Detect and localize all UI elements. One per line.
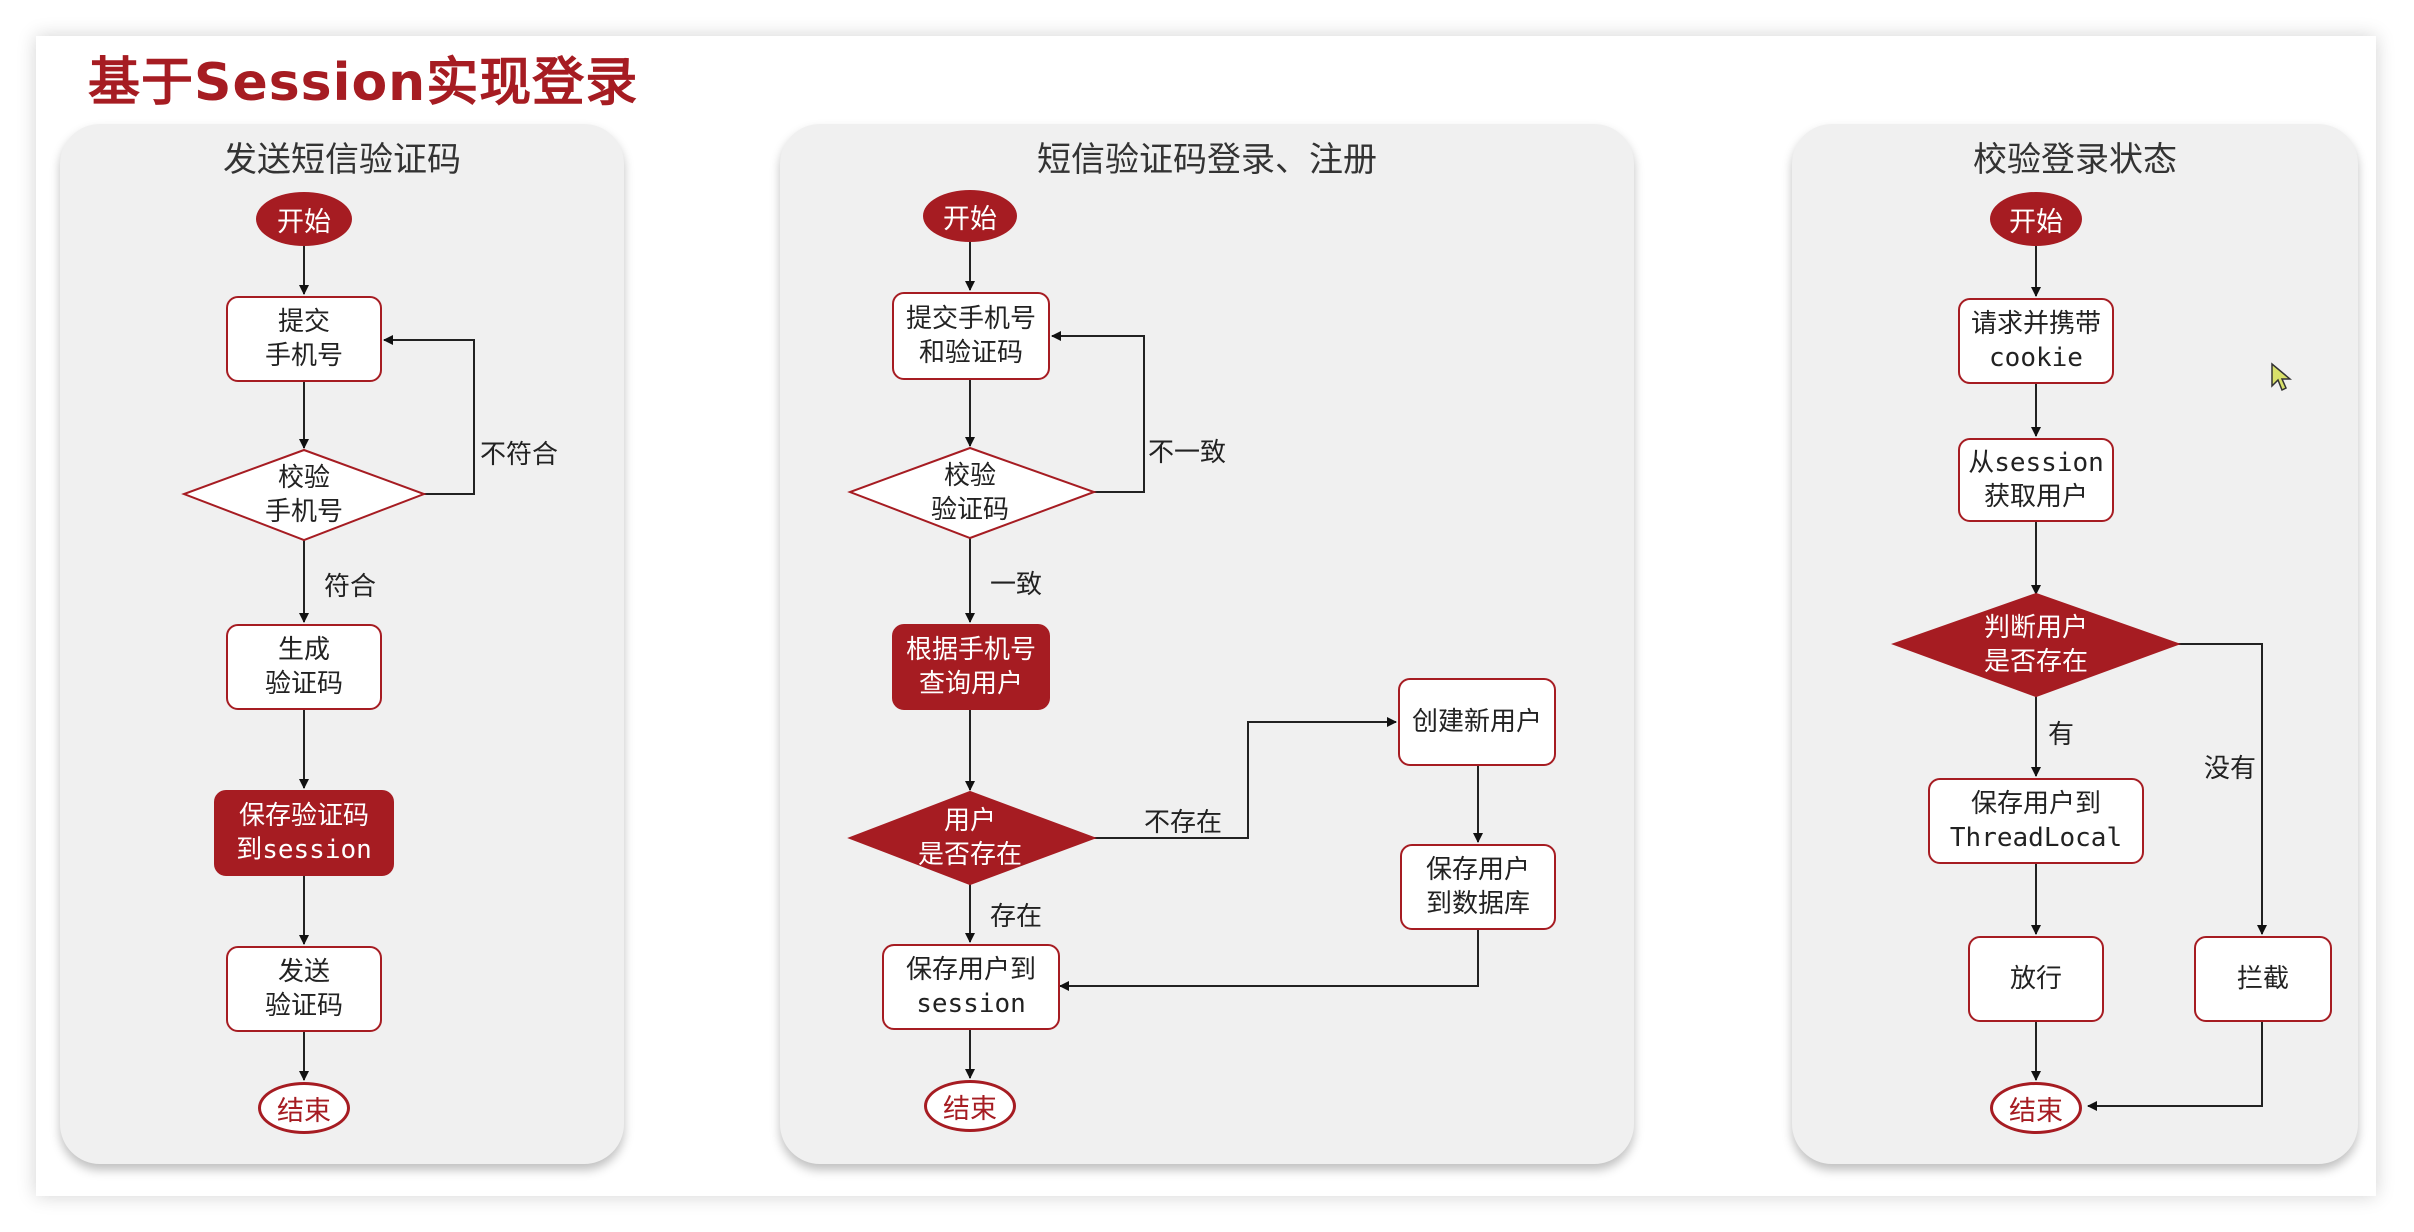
decision-check-phone <box>181 448 427 542</box>
page-title: 基于Session实现登录 <box>88 53 639 113</box>
panel-send-code-title: 发送短信验证码 <box>223 140 461 180</box>
end-node: 结束 <box>258 1082 350 1134</box>
submit-phone-code-box: 提交手机号 和验证码 <box>892 292 1050 380</box>
label-not-exists: 不存在 <box>1144 808 1223 838</box>
start-node: 开始 <box>923 190 1017 242</box>
mouse-pointer-icon <box>2271 362 2292 392</box>
label-mismatch: 不一致 <box>1148 438 1227 468</box>
label-yes: 有 <box>2048 720 2075 750</box>
label-fail: 不符合 <box>480 440 559 470</box>
save-db-box: 保存用户 到数据库 <box>1400 844 1556 930</box>
get-user-box: 从session 获取用户 <box>1958 438 2114 522</box>
decision-judge-user <box>1891 592 2181 698</box>
check-code-text: 校验 验证码 <box>930 461 1009 525</box>
decision-user-exists <box>847 790 1097 886</box>
panel-verify-title: 校验登录状态 <box>1973 140 2177 180</box>
create-user-box: 创建新用户 <box>1398 678 1556 766</box>
save-session-box: 保存用户到 session <box>882 944 1060 1030</box>
allow-box: 放行 <box>1968 936 2104 1022</box>
generate-code-box: 生成 验证码 <box>226 624 382 710</box>
label-pass: 符合 <box>324 572 377 602</box>
save-threadlocal-box: 保存用户到 ThreadLocal <box>1928 778 2144 864</box>
save-code-box: 保存验证码 到session <box>214 790 394 876</box>
decision-check-code <box>847 446 1097 540</box>
user-exists-text: 用户 是否存在 <box>917 806 1022 870</box>
intercept-box: 拦截 <box>2194 936 2332 1022</box>
start-node: 开始 <box>256 192 352 246</box>
judge-user-text: 判断用户 是否存在 <box>1983 613 2088 677</box>
label-no: 没有 <box>2204 754 2257 784</box>
label-match: 一致 <box>990 570 1043 600</box>
submit-phone-box: 提交 手机号 <box>226 296 382 382</box>
send-code-box: 发送 验证码 <box>226 946 382 1032</box>
check-phone-text: 校验 手机号 <box>264 463 343 527</box>
label-exists: 存在 <box>990 902 1043 932</box>
request-cookie-box: 请求并携带 cookie <box>1958 298 2114 384</box>
end-node: 结束 <box>924 1080 1016 1132</box>
end-node: 结束 <box>1990 1082 2082 1134</box>
panel-login-title: 短信验证码登录、注册 <box>1037 140 1377 180</box>
query-user-box: 根据手机号 查询用户 <box>892 624 1050 710</box>
start-node: 开始 <box>1990 192 2082 246</box>
